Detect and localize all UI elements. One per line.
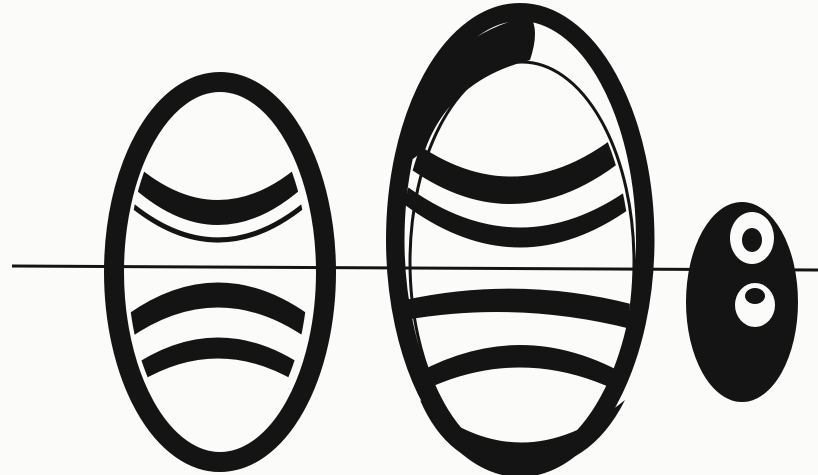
center-oval-lower-thick-band bbox=[405, 289, 635, 330]
left-oval-motif bbox=[114, 82, 326, 462]
center-oval-inner-contour bbox=[410, 62, 634, 462]
right-oval-lower-dot bbox=[745, 288, 765, 304]
center-oval-motif bbox=[395, 12, 653, 470]
center-oval-upper-thick-band bbox=[405, 120, 635, 204]
right-small-oval-motif bbox=[686, 202, 798, 402]
left-oval-upper-thick-band bbox=[120, 150, 316, 225]
right-oval-upper-dot bbox=[742, 228, 762, 252]
left-oval-lower-thick-band bbox=[120, 283, 316, 346]
center-oval-lower-second-band bbox=[405, 345, 635, 400]
left-oval-lower-second-band bbox=[120, 338, 316, 396]
